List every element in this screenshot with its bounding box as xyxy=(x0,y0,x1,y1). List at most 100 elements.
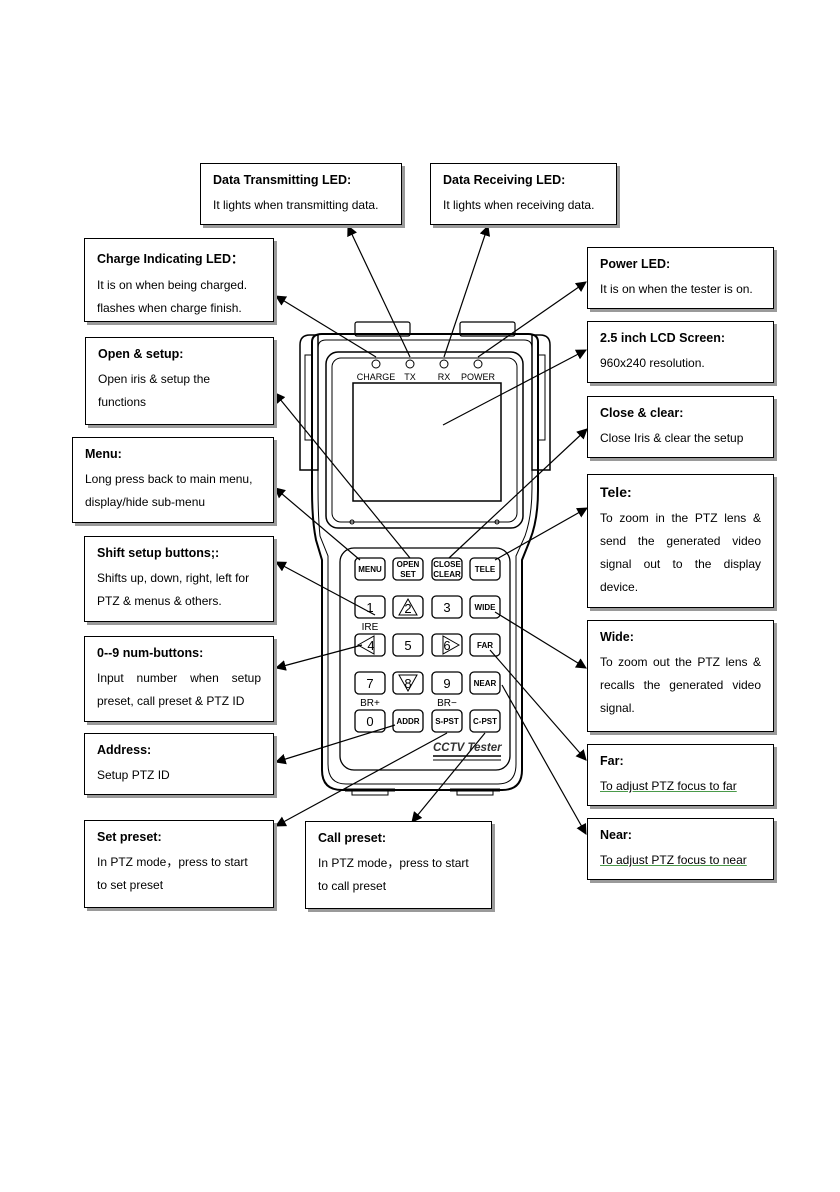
callout-title: Power LED: xyxy=(600,257,671,271)
close-leader xyxy=(448,428,588,559)
power-led-icon xyxy=(473,359,483,369)
wide-key-label: WIDE xyxy=(475,603,497,612)
callout-desc: It is on when the tester is on. xyxy=(600,282,753,296)
callout-title: Close & clear: xyxy=(600,406,684,420)
callout-desc: Shifts up, down, right, left for PTZ & m… xyxy=(97,571,250,608)
callout-title: Tele: xyxy=(600,484,632,500)
key-3-label: 3 xyxy=(443,600,450,615)
callout-near: Near: To adjust PTZ focus to near xyxy=(587,818,774,880)
callout-desc: It is on when being charged. flashes whe… xyxy=(97,278,248,315)
callout-address: Address: Setup PTZ ID xyxy=(84,733,274,795)
key-4[interactable] xyxy=(354,633,386,657)
callout-title: 0--9 num-buttons: xyxy=(97,646,204,660)
callout-power-led: Power LED: It is on when the tester is o… xyxy=(587,247,774,309)
callout-desc: To zoom in the PTZ lens & send the gener… xyxy=(600,511,761,594)
far-key[interactable] xyxy=(469,633,501,657)
up-triangle-icon xyxy=(398,597,418,616)
key-5[interactable] xyxy=(392,633,424,657)
wide-leader xyxy=(494,611,587,669)
br-minus-label: BR− xyxy=(437,698,457,709)
tx-led-label: TX xyxy=(404,372,416,382)
callout-title: Menu: xyxy=(85,447,122,461)
call-preset-leader xyxy=(411,732,486,823)
key-7-label: 7 xyxy=(366,676,373,691)
set-key-label: SET xyxy=(400,570,416,579)
callout-desc: Input number when setup preset, call pre… xyxy=(97,671,261,708)
callout-tele: Tele: To zoom in the PTZ lens & send the… xyxy=(587,474,774,608)
tele-key-label: TELE xyxy=(475,565,496,574)
address-leader xyxy=(274,724,396,765)
far-leader xyxy=(489,649,587,761)
key-9-label: 9 xyxy=(443,676,450,691)
callout-desc: It lights when transmitting data. xyxy=(213,198,379,212)
callout-data-transmitting-led: Data Transmitting LED: It lights when tr… xyxy=(200,163,402,225)
key-6[interactable] xyxy=(431,633,463,657)
tester-body xyxy=(299,321,551,796)
callout-call-preset: Call preset: In PTZ mode，press to start … xyxy=(305,821,492,909)
callout-desc: Close Iris & clear the setup xyxy=(600,431,744,445)
callout-lcd-screen: 2.5 inch LCD Screen: 960x240 resolution. xyxy=(587,321,774,383)
key-6-label: 6 xyxy=(443,638,450,653)
callout-title: Charge Indicating LED： xyxy=(97,252,244,266)
key-2-label: 2 xyxy=(404,601,411,616)
addr-key-label: ADDR xyxy=(396,717,419,726)
tx-leader xyxy=(347,225,411,358)
near-key-label: NEAR xyxy=(474,679,497,688)
callout-title: Far: xyxy=(600,754,624,768)
down-triangle-icon xyxy=(398,674,418,693)
rx-led-icon xyxy=(439,359,449,369)
tx-led-icon xyxy=(405,359,415,369)
rx-leader xyxy=(443,224,491,358)
callout-desc: Long press back to main menu, display/hi… xyxy=(85,472,253,509)
ire-label: IRE xyxy=(362,622,379,633)
rx-led-label: RX xyxy=(438,372,451,382)
key-1-label: 1 xyxy=(366,600,373,615)
far-key-label: FAR xyxy=(477,641,493,650)
c-pst-key[interactable] xyxy=(469,709,501,733)
callout-desc: To zoom out the PTZ lens & recalls the g… xyxy=(600,655,761,715)
near-key[interactable] xyxy=(469,671,501,695)
br-plus-label: BR+ xyxy=(360,698,380,709)
menu-key[interactable] xyxy=(354,557,386,581)
key-7[interactable] xyxy=(354,671,386,695)
s-pst-key[interactable] xyxy=(431,709,463,733)
key-9[interactable] xyxy=(431,671,463,695)
key-1[interactable] xyxy=(354,595,386,619)
callout-title: Set preset: xyxy=(97,830,162,844)
charge-led-label: CHARGE xyxy=(357,372,396,382)
lcd-leader xyxy=(442,349,587,426)
callout-title: Wide: xyxy=(600,630,634,644)
tele-key[interactable] xyxy=(469,557,501,581)
s-pst-key-label: S-PST xyxy=(435,717,459,726)
key-0-label: 0 xyxy=(366,714,373,729)
key-4-label: 4 xyxy=(367,638,374,653)
num-leader xyxy=(274,644,363,671)
callout-title: Data Transmitting LED: xyxy=(213,173,352,187)
tele-leader xyxy=(494,507,588,561)
callout-close-clear: Close & clear: Close Iris & clear the se… xyxy=(587,396,774,458)
addr-key[interactable] xyxy=(392,709,424,733)
right-triangle-icon xyxy=(442,635,461,655)
key-0[interactable] xyxy=(354,709,386,733)
callout-title: 2.5 inch LCD Screen: xyxy=(600,331,726,345)
callout-num-buttons: 0--9 num-buttons: Input number when setu… xyxy=(84,636,274,722)
callout-desc: 960x240 resolution. xyxy=(600,356,705,370)
c-pst-key-label: C-PST xyxy=(473,717,497,726)
callout-desc: In PTZ mode，press to start to set preset xyxy=(97,855,248,892)
callout-desc: In PTZ mode，press to start to call prese… xyxy=(318,856,469,893)
callout-desc: Open iris & setup the functions xyxy=(98,372,211,409)
callout-title: Shift setup buttons;: xyxy=(97,546,220,560)
open-leader xyxy=(274,392,411,559)
callout-title: Open & setup: xyxy=(98,347,184,361)
menu-key-label: MENU xyxy=(358,565,382,574)
wide-key[interactable] xyxy=(469,595,501,619)
callout-set-preset: Set preset: In PTZ mode，press to start t… xyxy=(84,820,274,908)
open-set-key[interactable] xyxy=(392,557,424,581)
close-clear-key[interactable] xyxy=(431,557,463,581)
key-3[interactable] xyxy=(431,595,463,619)
set-preset-leader xyxy=(275,732,448,827)
callout-desc: To adjust PTZ focus to far xyxy=(600,779,737,793)
power-leader xyxy=(477,281,587,358)
menu-leader xyxy=(274,487,361,561)
